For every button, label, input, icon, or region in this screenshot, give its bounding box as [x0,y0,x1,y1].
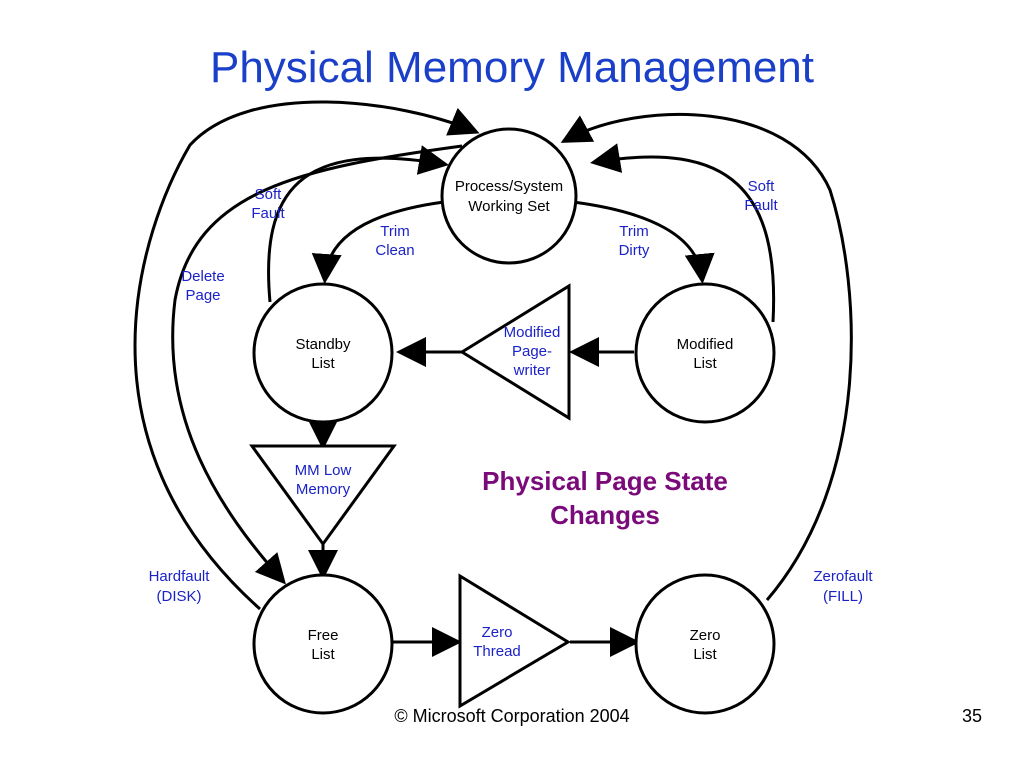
trim-dirty-label-2: Dirty [619,242,650,259]
modified-list-node [634,282,776,424]
zero-list-label-1: Zero [690,627,721,644]
page-number: 35 [961,706,982,726]
arrow-trim-clean [311,200,445,284]
free-list-label-2: List [311,646,335,663]
modified-list-label-1: Modified [677,336,734,353]
standby-list-node [252,282,394,424]
zero-thread-label-1: Zero [482,624,513,641]
mm-low-memory-label-2: Memory [296,481,351,498]
zerofault-label-1: Zerofault [813,568,873,585]
zero-thread-label-2: Thread [473,643,521,660]
arrow-zerofault [560,112,853,601]
soft-fault-left-label-1: Soft [255,186,283,203]
trim-dirty-label-1: Trim [619,223,648,240]
arrow-delete-page [171,144,463,585]
modified-page-writer-label-1: Modified [504,324,561,341]
delete-page-label-2: Page [185,287,220,304]
slide-title: Physical Memory Management [209,43,814,92]
standby-list-label-2: List [311,355,335,372]
arrow-soft-fault-right [590,143,776,323]
modified-list-label-2: List [693,355,717,372]
soft-fault-right-label-2: Fault [744,197,778,214]
working-set-node [440,127,578,265]
soft-fault-right-label-1: Soft [748,178,776,195]
hardfault-label-1: Hardfault [149,568,211,585]
mm-low-memory-triangle [249,444,397,547]
arrow-hardfault [133,100,480,611]
trim-clean-label-1: Trim [380,223,409,240]
diagram-caption-line-2: Changes [550,500,660,530]
modified-page-writer-label-3: writer [513,362,551,379]
trim-clean-label-2: Clean [375,242,414,259]
diagram-caption-line-1: Physical Page State [482,466,728,496]
free-list-node [252,573,394,715]
soft-fault-left-label-2: Fault [251,205,285,222]
delete-page-label-1: Delete [181,268,224,285]
zero-thread-triangle [458,573,571,709]
modified-page-writer-triangle [459,283,571,421]
modified-page-writer-label-2: Page- [512,343,552,360]
hardfault-label-2: (DISK) [157,588,202,605]
standby-list-label-1: Standby [295,336,351,353]
mm-low-memory-label-1: MM Low [295,462,352,479]
arrow-soft-fault-left [267,145,449,303]
working-set-label-1: Process/System [455,178,563,195]
working-set-label-2: Working Set [468,198,550,215]
zero-list-label-2: List [693,646,717,663]
copyright-footer: © Microsoft Corporation 2004 [394,706,630,726]
arrow-trim-dirty [572,200,715,284]
zerofault-label-2: (FILL) [823,588,863,605]
free-list-label-1: Free [308,627,339,644]
zero-list-node [634,573,776,715]
